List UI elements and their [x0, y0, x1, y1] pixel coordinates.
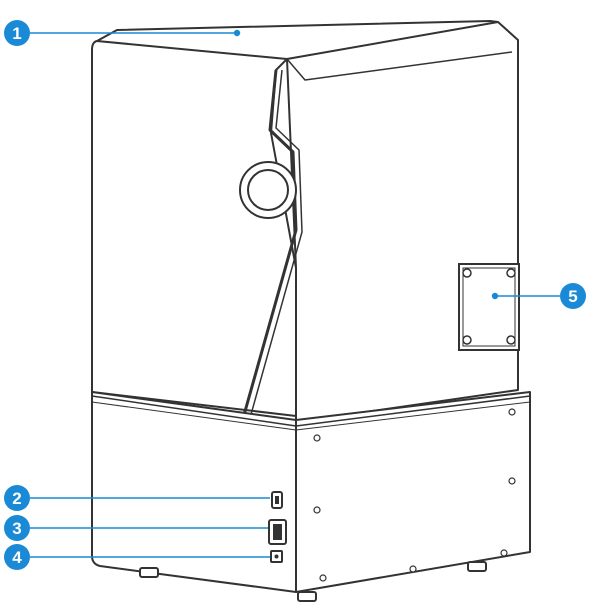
screw — [409, 565, 417, 573]
screw — [462, 335, 472, 345]
callout-number: 5 — [568, 287, 577, 306]
callout-badge — [4, 544, 30, 570]
knob-inner — [247, 169, 289, 211]
power-socket-icon — [270, 550, 283, 563]
screw — [506, 335, 516, 345]
cover-bevel — [286, 51, 513, 81]
callout-badge — [4, 485, 30, 511]
screw — [313, 506, 321, 514]
callout-number: 2 — [12, 489, 21, 508]
power-switch-rocker — [273, 524, 282, 540]
callout-1: 1 — [4, 20, 30, 46]
knob-icon — [239, 161, 297, 219]
usb-port-slot — [275, 496, 279, 504]
callout-number: 1 — [12, 24, 21, 43]
screw — [462, 268, 472, 278]
callout-number: 3 — [12, 519, 21, 538]
callout-4: 4 — [4, 544, 30, 570]
foot-front-right — [297, 591, 317, 602]
callout-badge — [4, 515, 30, 541]
callout-2: 2 — [4, 485, 30, 511]
screw — [506, 268, 516, 278]
base-screws — [313, 408, 516, 582]
leader-5-dot — [491, 292, 499, 300]
callout-badge — [560, 283, 586, 309]
callout-leaders — [30, 29, 560, 558]
cover-contour — [242, 69, 298, 416]
foot-front-left — [139, 567, 159, 578]
leader-1-dot — [233, 29, 241, 37]
base-right-face — [295, 391, 531, 593]
vent-plate — [458, 263, 520, 351]
base-rim-shadow — [91, 401, 531, 431]
vent-plate-frame — [458, 263, 520, 351]
callout-5: 5 — [560, 283, 586, 309]
cover-front-face — [91, 40, 297, 417]
screw — [319, 574, 327, 582]
cover-top-edge — [96, 20, 499, 42]
screw — [500, 549, 508, 557]
power-socket-pin — [274, 554, 279, 559]
usb-port-icon — [271, 491, 283, 509]
callout-badge — [4, 20, 30, 46]
power-switch-icon — [268, 519, 287, 545]
vent-plate-inner — [462, 267, 516, 347]
cover-contour-inner — [249, 69, 303, 419]
foot-back-right — [467, 561, 487, 572]
screw — [508, 408, 516, 416]
callout-3: 3 — [4, 515, 30, 541]
screw — [508, 477, 516, 485]
callout-number: 4 — [12, 548, 22, 567]
screw — [313, 434, 321, 442]
base-rim — [91, 395, 531, 427]
cover-right-face — [286, 21, 519, 423]
